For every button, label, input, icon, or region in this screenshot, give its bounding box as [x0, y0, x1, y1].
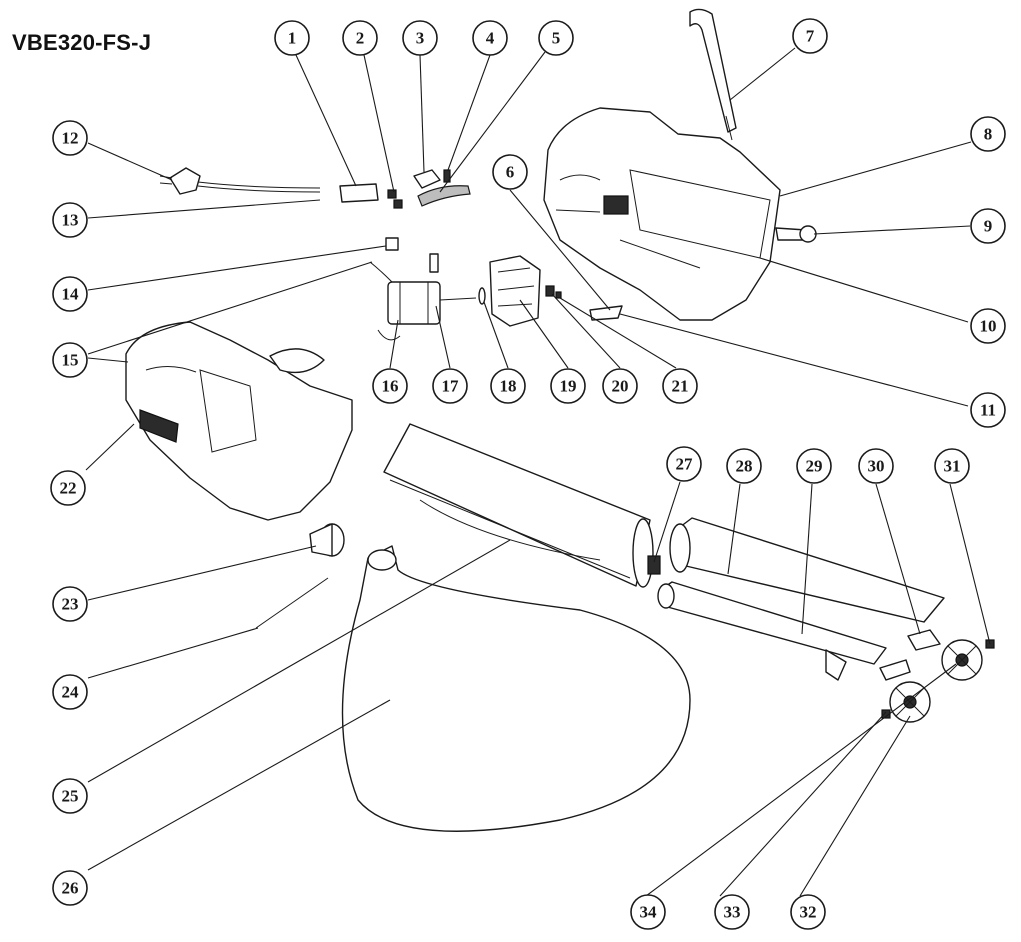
- callout-label: 14: [62, 285, 80, 304]
- callout-label: 27: [676, 455, 694, 474]
- callout-label: 13: [62, 211, 79, 230]
- callout-11: 11: [970, 392, 1006, 428]
- callout-34: 34: [630, 894, 666, 930]
- callout-21: 21: [662, 368, 698, 404]
- callout-13: 13: [52, 202, 88, 238]
- callout-label: 5: [552, 29, 561, 48]
- callout-6: 6: [492, 154, 528, 190]
- washer: [478, 287, 486, 305]
- callout-29: 29: [796, 448, 832, 484]
- callout-label: 11: [980, 401, 996, 420]
- callout-label: 26: [62, 879, 79, 898]
- wheel-bracket-plate: [907, 629, 941, 651]
- callout-28: 28: [726, 448, 762, 484]
- tube-clip: [647, 555, 661, 575]
- callout-30: 30: [858, 448, 894, 484]
- wheel-right: [941, 639, 995, 681]
- callout-label: 32: [800, 903, 817, 922]
- power-plug-cable: [159, 167, 321, 195]
- callout-27: 27: [666, 446, 702, 482]
- callout-17: 17: [432, 368, 468, 404]
- callout-18: 18: [490, 368, 526, 404]
- callout-4: 4: [472, 20, 508, 56]
- leader-lines: [85, 47, 991, 897]
- callout-label: 9: [984, 217, 993, 236]
- callout-14: 14: [52, 276, 88, 312]
- fan-impeller: [489, 255, 541, 327]
- callout-label: 3: [416, 29, 425, 48]
- upper-tube: [383, 423, 654, 588]
- callout-label: 30: [868, 457, 885, 476]
- callout-label: 8: [984, 125, 993, 144]
- callout-33: 33: [714, 894, 750, 930]
- lower-tube: [669, 517, 945, 623]
- callout-label: 33: [724, 903, 741, 922]
- callout-label: 19: [560, 377, 577, 396]
- callout-label: 1: [288, 29, 297, 48]
- model-title: VBE320-FS-J: [12, 30, 152, 55]
- callout-2: 2: [342, 20, 378, 56]
- nut: [545, 285, 555, 297]
- cable-sleeve: [339, 183, 379, 203]
- callout-label: 21: [672, 377, 689, 396]
- callout-label: 6: [506, 163, 515, 182]
- callout-label: 25: [62, 787, 79, 806]
- locking-knob: [775, 225, 817, 243]
- callout-8: 8: [970, 116, 1006, 152]
- callout-label: 17: [442, 377, 460, 396]
- trigger: [417, 185, 471, 207]
- switch: [413, 169, 441, 189]
- callout-31: 31: [934, 448, 970, 484]
- callout-23: 23: [52, 586, 88, 622]
- callout-label: 7: [806, 27, 815, 46]
- callout-10: 10: [970, 308, 1006, 344]
- collection-bag: [341, 545, 691, 832]
- callout-32: 32: [790, 894, 826, 930]
- callout-24: 24: [52, 674, 88, 710]
- callout-16: 16: [372, 368, 408, 404]
- callout-5: 5: [538, 20, 574, 56]
- callout-label: 23: [62, 595, 79, 614]
- callout-20: 20: [602, 368, 638, 404]
- callout-15: 15: [52, 342, 88, 378]
- capacitor: [385, 237, 399, 251]
- callout-label: 20: [612, 377, 629, 396]
- lower-tube-half: [657, 581, 887, 681]
- clamp-rod: [255, 577, 329, 629]
- callout-label: 12: [62, 129, 79, 148]
- axle-plate: [879, 659, 911, 681]
- callout-label: 18: [500, 377, 517, 396]
- callout-7: 7: [792, 18, 828, 54]
- callout-label: 34: [640, 903, 658, 922]
- callout-3: 3: [402, 20, 438, 56]
- shoulder-strap: [689, 8, 737, 141]
- callout-26: 26: [52, 870, 88, 906]
- right-housing: [543, 107, 781, 321]
- callout-25: 25: [52, 778, 88, 814]
- callout-label: 31: [944, 457, 961, 476]
- screw: [555, 291, 562, 299]
- left-housing: [125, 321, 353, 521]
- clamp-screws: [387, 189, 403, 209]
- callout-label: 15: [62, 351, 79, 370]
- callout-12: 12: [52, 120, 88, 156]
- callout-label: 24: [62, 683, 80, 702]
- callout-1: 1: [274, 20, 310, 56]
- tube-coupling: [309, 523, 345, 557]
- wheel-left: [881, 681, 931, 723]
- callout-label: 28: [736, 457, 753, 476]
- callout-9: 9: [970, 208, 1006, 244]
- callout-label: 2: [356, 29, 365, 48]
- callout-22: 22: [50, 470, 86, 506]
- callout-label: 29: [806, 457, 823, 476]
- callout-label: 22: [60, 479, 77, 498]
- callout-19: 19: [550, 368, 586, 404]
- cover-plate: [589, 305, 623, 321]
- callout-label: 4: [486, 29, 495, 48]
- callout-label: 10: [980, 317, 997, 336]
- callout-label: 16: [382, 377, 399, 396]
- motor: [369, 253, 477, 341]
